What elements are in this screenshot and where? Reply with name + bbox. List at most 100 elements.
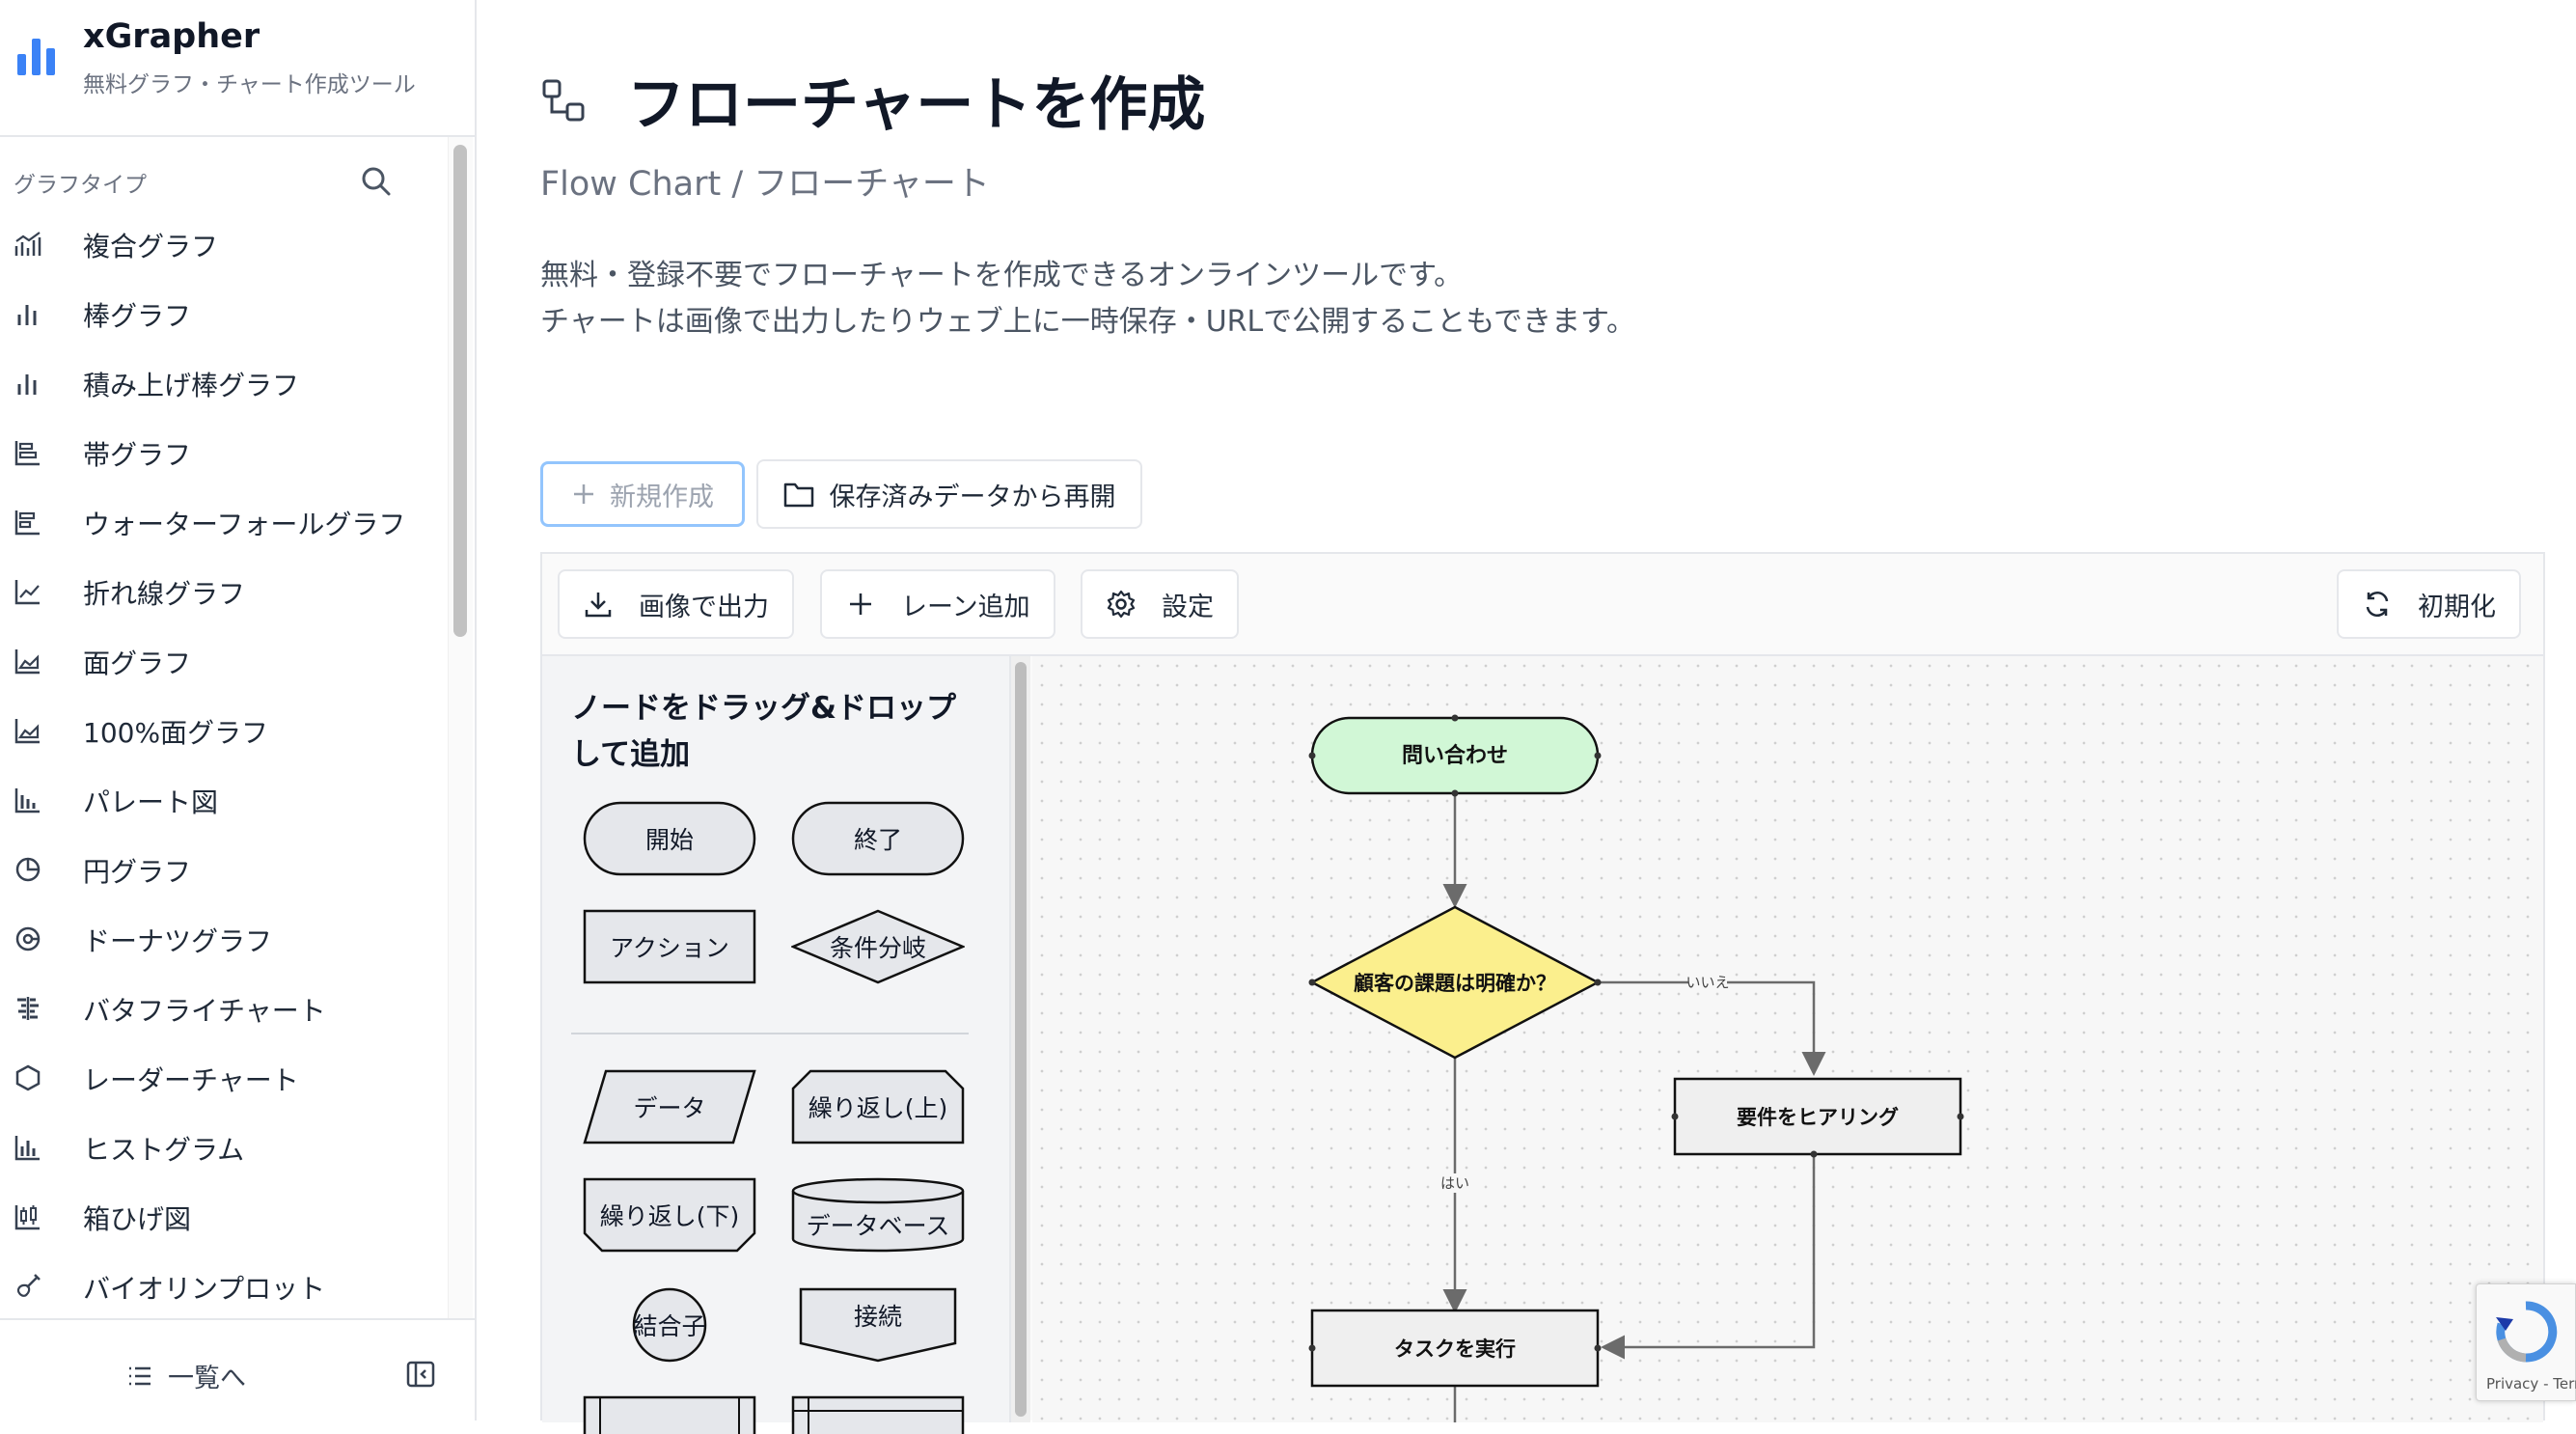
reset-button[interactable]: 初期化 [2337, 569, 2521, 639]
flow-node-label: 顧客の課題は明確か？ [1354, 972, 1556, 995]
flow-node-inquiry[interactable]: 問い合わせ [1308, 714, 1602, 797]
palette-node-connector[interactable]: 結合子 [631, 1287, 708, 1363]
flow-node-decision[interactable]: 顧客の課題は明確か？ [1308, 905, 1602, 1060]
cylinder-shape [791, 1177, 965, 1253]
page-subtitle: Flow Chart / フローチャート [540, 165, 990, 204]
loop-end-shape [583, 1177, 756, 1253]
sidebar-item-line[interactable]: 折れ線グラフ [0, 556, 444, 625]
list-view-button[interactable]: 一覧へ [125, 1357, 246, 1394]
palette-node-branch[interactable]: 条件分岐 [791, 909, 965, 984]
palette-node-label: 開始 [644, 826, 694, 854]
parallelogram-shape [583, 1069, 756, 1144]
sidebar-item-donut[interactable]: ドーナツグラフ [0, 903, 444, 973]
brand-header[interactable]: xGrapher 無料グラフ・チャート作成ツール [0, 0, 475, 137]
palette-node-label: データベース [806, 1212, 950, 1240]
percent-area-icon [14, 719, 40, 744]
line-chart-icon [14, 580, 40, 605]
sidebar-item-combo[interactable]: 複合グラフ [0, 208, 444, 278]
sidebar-item-butterfly[interactable]: バタフライチャート [0, 973, 444, 1042]
palette-node-label: 接続 [853, 1303, 902, 1331]
settings-button[interactable]: 設定 [1081, 569, 1239, 639]
add-lane-button[interactable]: レーン追加 [820, 569, 1055, 639]
edge-hearing-to-execute[interactable] [1601, 1148, 1816, 1360]
download-icon [585, 593, 612, 618]
sidebar-item-label: 100%面グラフ [83, 717, 269, 749]
palette-node-label: 終了 [853, 826, 902, 854]
add-lane-label: レーン追加 [901, 592, 1030, 622]
palette-node-subprocess[interactable] [583, 1395, 756, 1434]
flow-node-hearing[interactable]: 要件をヒアリング [1671, 1077, 1964, 1158]
sidebar-item-radar[interactable]: レーダーチャート [0, 1042, 444, 1112]
palette-node-end[interactable]: 終了 [791, 801, 965, 876]
palette-node-start[interactable]: 開始 [583, 801, 756, 876]
palette-scrollbar-thumb[interactable] [1015, 662, 1027, 1417]
list-icon [129, 1366, 151, 1385]
sidebar-item-band[interactable]: 帯グラフ [0, 417, 444, 486]
plus-icon [574, 484, 593, 504]
settings-label: 設定 [1162, 592, 1214, 622]
recaptcha-text[interactable]: Privacy - Terms [2486, 1375, 2576, 1393]
resume-saved-label: 保存済みデータから再開 [829, 482, 1116, 512]
flowchart-editor: 画像で出力 レーン追加 設定 初期化 ノードをドラッグ&ドロップして追加 開始 [540, 552, 2545, 1434]
edge-decision-no[interactable] [1598, 980, 1826, 1076]
node-palette: ノードをドラッグ&ドロップして追加 開始 終了 アクション 条件分岐 データ [542, 656, 1011, 1434]
main-content: フローチャートを作成 Flow Chart / フローチャート 無料・登録不要で… [477, 0, 2576, 1434]
palette-node-data[interactable]: データ [583, 1069, 756, 1144]
sidebar-item-label: ドーナツグラフ [83, 925, 273, 957]
butterfly-icon [17, 997, 39, 1020]
graph-types-heading: グラフタイプ [14, 173, 147, 198]
flowchart-diagram[interactable]: いいえ はい 問い合わせ 顧客の課題は明確か？ [1032, 656, 2543, 1422]
flow-node-execute[interactable]: タスクを実行 [1308, 1309, 1602, 1388]
palette-node-loop-bottom[interactable]: 繰り返し(下) [583, 1177, 756, 1253]
internal-storage-shape [791, 1395, 965, 1434]
area-chart-icon [14, 649, 40, 675]
collapse-sidebar-icon[interactable] [405, 1359, 436, 1390]
palette-node-loop-top[interactable]: 繰り返し(上) [791, 1069, 965, 1144]
editor-toolbar: 画像で出力 レーン追加 設定 初期化 [542, 554, 2543, 656]
terminator-shape [791, 801, 965, 876]
sidebar-item-label: 箱ひげ図 [83, 1203, 192, 1235]
search-icon[interactable] [359, 164, 394, 199]
sidebar-item-stacked-bar[interactable]: 積み上げ棒グラフ [0, 347, 444, 417]
palette-node-action[interactable]: アクション [583, 909, 756, 984]
sidebar-item-area[interactable]: 面グラフ [0, 625, 444, 695]
new-chart-label: 新規作成 [610, 482, 714, 512]
sidebar-item-histogram[interactable]: ヒストグラム [0, 1112, 444, 1181]
recaptcha-badge[interactable]: Privacy - Terms [2476, 1283, 2576, 1401]
new-chart-button[interactable]: 新規作成 [540, 461, 745, 527]
sidebar-item-label: 積み上げ棒グラフ [83, 370, 300, 401]
refresh-icon [2366, 592, 2389, 617]
sidebar-scrollbar-thumb[interactable] [453, 145, 467, 637]
decision-shape [791, 909, 965, 984]
edge-label-yes: はい [1440, 1174, 1469, 1192]
export-image-button[interactable]: 画像で出力 [558, 569, 794, 639]
plus-icon [850, 593, 871, 615]
sidebar-item-waterfall[interactable]: ウォーターフォールグラフ [0, 486, 444, 556]
hexagon-icon [15, 1064, 41, 1091]
offpage-shape [799, 1287, 957, 1363]
sidebar-item-violin[interactable]: バイオリンプロット [0, 1251, 444, 1320]
sidebar-item-pareto[interactable]: パレート図 [0, 764, 444, 834]
flow-node-label: 問い合わせ [1402, 743, 1508, 768]
sidebar-item-boxplot[interactable]: 箱ひげ図 [0, 1181, 444, 1251]
palette-node-link[interactable]: 接続 [799, 1287, 957, 1363]
process-shape [583, 909, 756, 984]
sidebar-item-label: 折れ線グラフ [83, 578, 246, 610]
folder-icon [783, 483, 813, 508]
gear-icon [1107, 590, 1136, 619]
sidebar-item-percent-area[interactable]: 100%面グラフ [0, 695, 444, 764]
sidebar-item-pie[interactable]: 円グラフ [0, 834, 444, 903]
palette-node-database[interactable]: データベース [791, 1177, 965, 1253]
violin-icon [16, 1274, 41, 1297]
sidebar-item-label: バイオリンプロット [83, 1273, 326, 1305]
flowchart-icon [540, 77, 587, 124]
flowchart-canvas[interactable]: いいえ はい 問い合わせ 顧客の課題は明確か？ [1032, 656, 2543, 1422]
resume-saved-button[interactable]: 保存済みデータから再開 [756, 459, 1142, 529]
palette-divider [571, 1033, 969, 1034]
palette-node-document[interactable] [791, 1395, 965, 1434]
sidebar-item-label: ウォーターフォールグラフ [83, 509, 406, 540]
flow-node-label: 要件をヒアリング [1737, 1106, 1899, 1129]
sidebar-item-bar[interactable]: 棒グラフ [0, 278, 444, 347]
sidebar-item-label: 円グラフ [83, 856, 192, 888]
description-line: チャートは画像で出力したりウェブ上に一時保存・URLで公開することもできます。 [540, 305, 1636, 339]
